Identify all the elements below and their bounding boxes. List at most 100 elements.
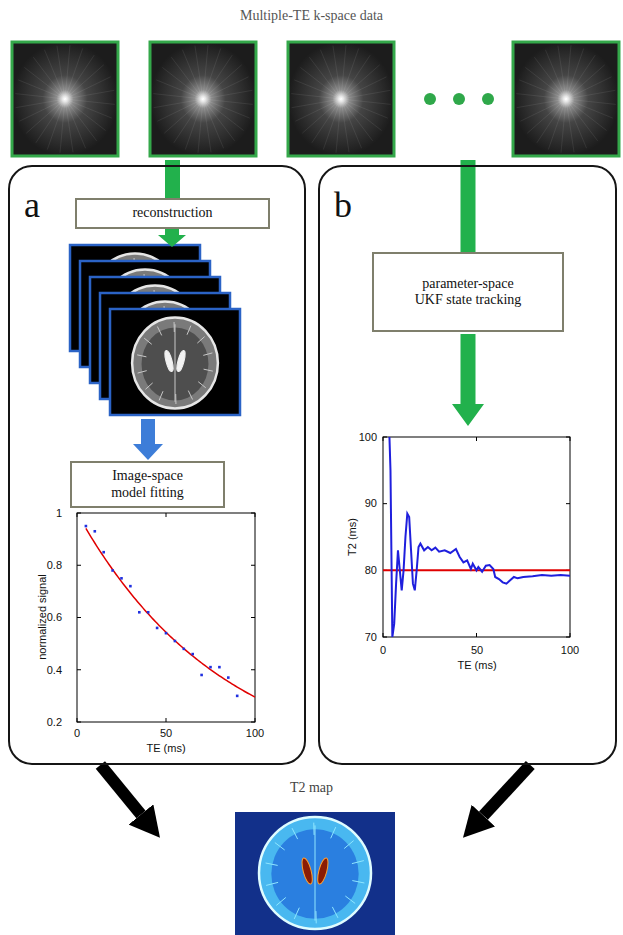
kspace-streak xyxy=(65,99,97,141)
data-point xyxy=(120,577,123,580)
kspace-streak xyxy=(341,90,390,99)
panel-frame: bparameter-space UKF state tracking xyxy=(318,165,617,765)
data-point xyxy=(94,530,97,533)
tick-label: 100 xyxy=(246,727,264,739)
tick xyxy=(383,633,384,637)
sulcus xyxy=(313,823,314,835)
kspace-streak xyxy=(164,99,203,133)
sulcus xyxy=(197,337,204,343)
sulcus xyxy=(345,896,355,903)
tick xyxy=(77,669,81,670)
sulcus xyxy=(188,391,192,400)
kspace-streak xyxy=(534,57,566,99)
sulcus xyxy=(266,863,278,865)
flow-arrow xyxy=(483,765,530,816)
tick xyxy=(255,513,256,517)
sulcus xyxy=(266,882,278,885)
kspace-streak xyxy=(203,99,224,148)
sulcus xyxy=(144,338,152,344)
kspace-streak xyxy=(203,99,235,141)
image-row: Multiple-TE k-space data xyxy=(0,2,623,160)
kspace-streak xyxy=(171,57,203,99)
group-heading: Multiple-TE k-space data xyxy=(0,8,623,25)
kspace-frame xyxy=(513,42,619,156)
kspace-frame xyxy=(288,42,394,156)
kspace-streak xyxy=(341,99,362,148)
tick xyxy=(77,513,81,514)
box-label: Image-space model fitting xyxy=(100,468,196,500)
box-label: parameter-space UKF state tracking xyxy=(413,276,523,308)
data-point xyxy=(209,666,212,669)
data-point xyxy=(138,611,141,614)
tick xyxy=(77,513,78,517)
sulcus xyxy=(344,841,353,849)
sulcus xyxy=(352,861,364,864)
tick xyxy=(77,722,81,723)
flow-arrow xyxy=(158,228,186,247)
tracking-plot xyxy=(383,410,570,637)
data-point xyxy=(236,695,239,698)
process-box: Image-space model fitting xyxy=(70,461,225,508)
kspace-streak xyxy=(517,99,566,108)
sulcus xyxy=(203,353,212,355)
kspace-streak xyxy=(65,77,111,99)
tick-label: 0.4 xyxy=(47,664,62,676)
ellipsis-dot xyxy=(453,93,465,105)
tick xyxy=(570,437,571,441)
kspace-streak xyxy=(57,46,65,99)
tick-label: 70 xyxy=(365,631,377,643)
tick-label: 0.2 xyxy=(47,716,62,728)
data-point xyxy=(129,585,132,588)
kspace-streak xyxy=(527,99,566,133)
ventricle xyxy=(316,857,331,885)
tick xyxy=(383,437,387,438)
data-point xyxy=(183,648,186,651)
kspace-frame xyxy=(12,42,118,156)
sulcus xyxy=(137,355,146,357)
kspace-streak xyxy=(566,99,587,148)
axis-title: T2 (ms) xyxy=(346,518,358,556)
tick xyxy=(566,503,570,504)
tick xyxy=(383,503,387,504)
tick xyxy=(251,565,255,566)
ventricle xyxy=(300,857,315,885)
sulcus xyxy=(204,369,213,371)
flow-arrow xyxy=(461,160,476,252)
result-group: T2 map xyxy=(160,778,463,935)
tick xyxy=(566,437,570,438)
sulcus xyxy=(294,908,299,919)
kspace-streak xyxy=(320,50,341,99)
data-point xyxy=(174,640,177,643)
ventricle xyxy=(175,350,186,373)
sulcus xyxy=(138,371,147,373)
kspace-streak xyxy=(545,50,566,99)
tick xyxy=(251,722,255,723)
kspace-streak xyxy=(157,99,203,121)
ellipsis-dot xyxy=(482,93,494,105)
kspace-streak xyxy=(333,46,341,99)
tick xyxy=(476,437,477,441)
mr-image xyxy=(110,309,240,415)
tick xyxy=(383,637,387,638)
sulcus xyxy=(276,897,285,905)
sulcus xyxy=(352,881,364,883)
kspace-streak xyxy=(295,99,341,121)
kspace-streak xyxy=(154,99,203,108)
sulcus xyxy=(198,382,206,388)
tick-label: 0 xyxy=(74,727,80,739)
midline xyxy=(175,324,176,401)
kspace-image xyxy=(150,42,256,156)
tick xyxy=(166,513,167,517)
kspace-streak xyxy=(292,99,341,108)
sulcus xyxy=(157,326,161,335)
tick xyxy=(251,617,255,618)
kspace-streak xyxy=(203,65,242,99)
kspace-streak xyxy=(182,50,203,99)
process-box: parameter-space UKF state tracking xyxy=(372,252,564,332)
brain-outline xyxy=(132,317,218,408)
kspace-streak xyxy=(65,99,73,152)
midline xyxy=(315,825,316,920)
tick xyxy=(566,637,570,638)
kspace-streak xyxy=(341,99,373,141)
